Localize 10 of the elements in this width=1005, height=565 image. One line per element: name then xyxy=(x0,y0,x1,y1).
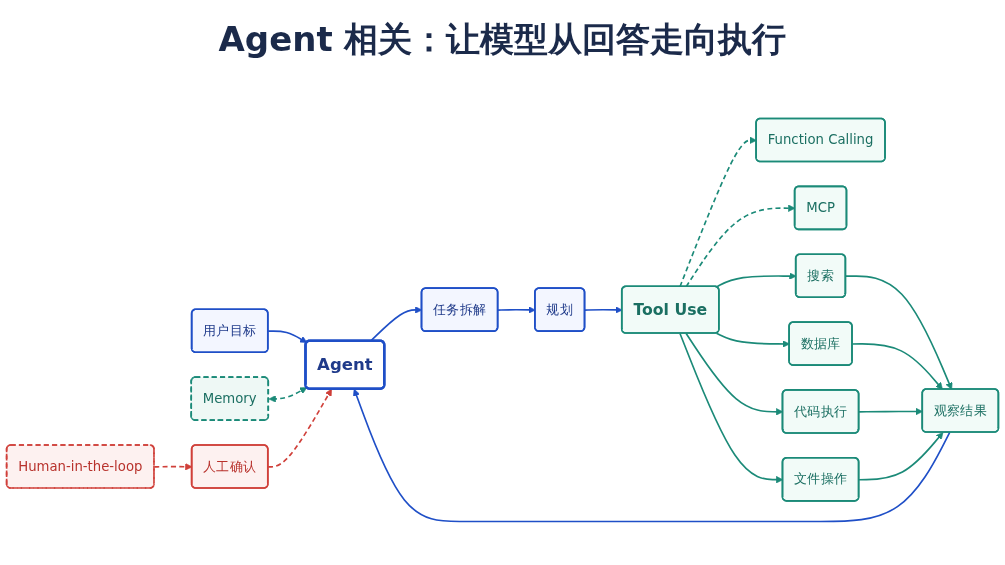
arrow xyxy=(685,204,796,288)
arrow xyxy=(679,136,757,288)
arrow xyxy=(267,330,308,343)
arrow xyxy=(858,432,944,481)
arrow xyxy=(715,332,790,348)
diagram-title: Agent 相关：让模型从回答走向执行 xyxy=(217,18,788,61)
arrow xyxy=(858,407,923,416)
arrow xyxy=(267,388,332,468)
arrow xyxy=(268,387,308,403)
arrow xyxy=(353,388,951,523)
